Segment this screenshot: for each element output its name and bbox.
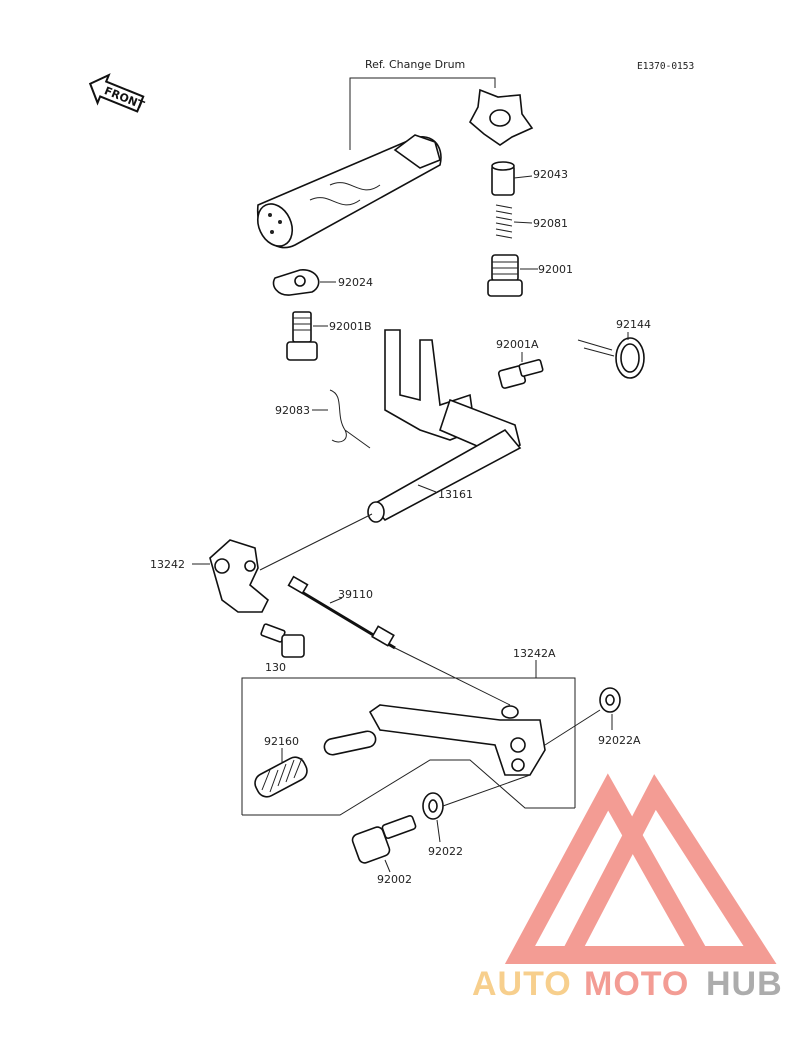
washer-92022A <box>599 687 621 713</box>
callout-92022A: 92022A <box>598 734 641 747</box>
shift-shaft-13161 <box>367 329 522 523</box>
callout-13242: 13242 <box>150 558 185 571</box>
callout-92083: 92083 <box>275 404 310 417</box>
callout-92001: 92001 <box>538 263 573 276</box>
front-arrow-icon: FRONT <box>88 73 147 113</box>
callout-13161: 13161 <box>438 488 473 501</box>
watermark-triangle-inner <box>555 774 777 964</box>
pin-92043 <box>491 161 515 196</box>
callout-130: 130 <box>265 661 286 674</box>
lock-washer-92024 <box>272 269 320 296</box>
callout-92001A: 92001A <box>496 338 539 351</box>
callout-92022: 92022 <box>428 845 463 858</box>
watermark-logo: AUTO MOTO HUB <box>472 773 783 1003</box>
watermark-text-hub: HUB <box>706 965 783 1003</box>
pedal-rubber-92160 <box>254 756 308 798</box>
torsion-spring-92144 <box>577 337 645 379</box>
watermark-text-moto: MOTO <box>584 965 689 1003</box>
callout-92160: 92160 <box>264 735 299 748</box>
callout-92001B: 92001B <box>329 320 372 333</box>
callout-92081: 92081 <box>533 217 568 230</box>
bolt-92001B <box>286 311 318 361</box>
catalog-code: E1370-0153 <box>637 61 694 72</box>
ref-bracket <box>349 77 496 150</box>
bolt-92001 <box>487 254 523 297</box>
callout-92024: 92024 <box>338 276 373 289</box>
ref-change-drum-label: Ref. Change Drum <box>365 58 465 71</box>
spring-92081 <box>495 204 513 239</box>
assembly-bracket-13242A <box>241 677 576 815</box>
watermark-text-auto: AUTO <box>472 965 572 1003</box>
bolt-92002 <box>351 814 417 864</box>
spring-92083 <box>329 389 371 449</box>
callout-39110: 39110 <box>338 588 373 601</box>
tie-rod-39110 <box>287 575 396 650</box>
shift-pedal <box>323 704 546 776</box>
change-drum <box>256 134 442 249</box>
callout-92002: 92002 <box>377 873 412 886</box>
callout-13242A: 13242A <box>513 647 556 660</box>
callout-92144: 92144 <box>616 318 651 331</box>
callout-92043: 92043 <box>533 168 568 181</box>
washer-92022 <box>422 792 444 820</box>
lever-13242 <box>209 539 269 613</box>
bolt-130 <box>260 623 305 658</box>
pin-92001A <box>497 359 544 389</box>
